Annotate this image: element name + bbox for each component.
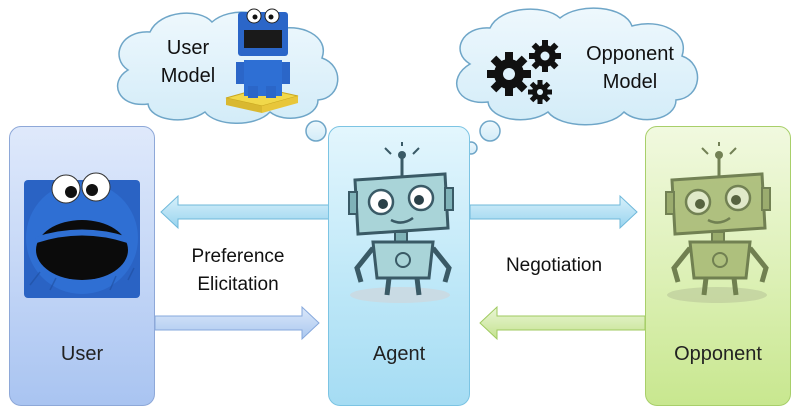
opponent-label: Opponent [674, 343, 762, 365]
arrow-agent-to-opponent [469, 194, 638, 230]
agent-label: Agent [372, 343, 426, 365]
user-model-label: User Model [148, 34, 228, 90]
arrow-opponent-to-agent [479, 305, 646, 341]
opponent-model-label: Opponent Model [570, 40, 690, 96]
user-model-line2: Model [160, 65, 216, 87]
user-label: User [60, 343, 104, 365]
negotiation-label: Negotiation [505, 255, 603, 276]
arrow-agent-to-user [160, 194, 331, 230]
opponent-model-line2: Model [602, 71, 658, 93]
arrow-user-to-agent [154, 305, 320, 341]
agent-robot-icon [348, 142, 454, 303]
opponent-model-line1: Opponent [586, 43, 674, 65]
user-model-line1: User [166, 37, 210, 59]
cookie-monster-icon [24, 172, 140, 298]
preference-line2: Elicitation [197, 274, 279, 295]
gears-icon [487, 40, 561, 104]
opponent-robot-icon [665, 142, 771, 303]
opponent-model-cloud [456, 7, 699, 126]
lego-figure-icon [225, 8, 299, 113]
preference-line1: Preference [191, 246, 285, 267]
preference-elicitation-label: Preference Elicitation [168, 243, 308, 299]
